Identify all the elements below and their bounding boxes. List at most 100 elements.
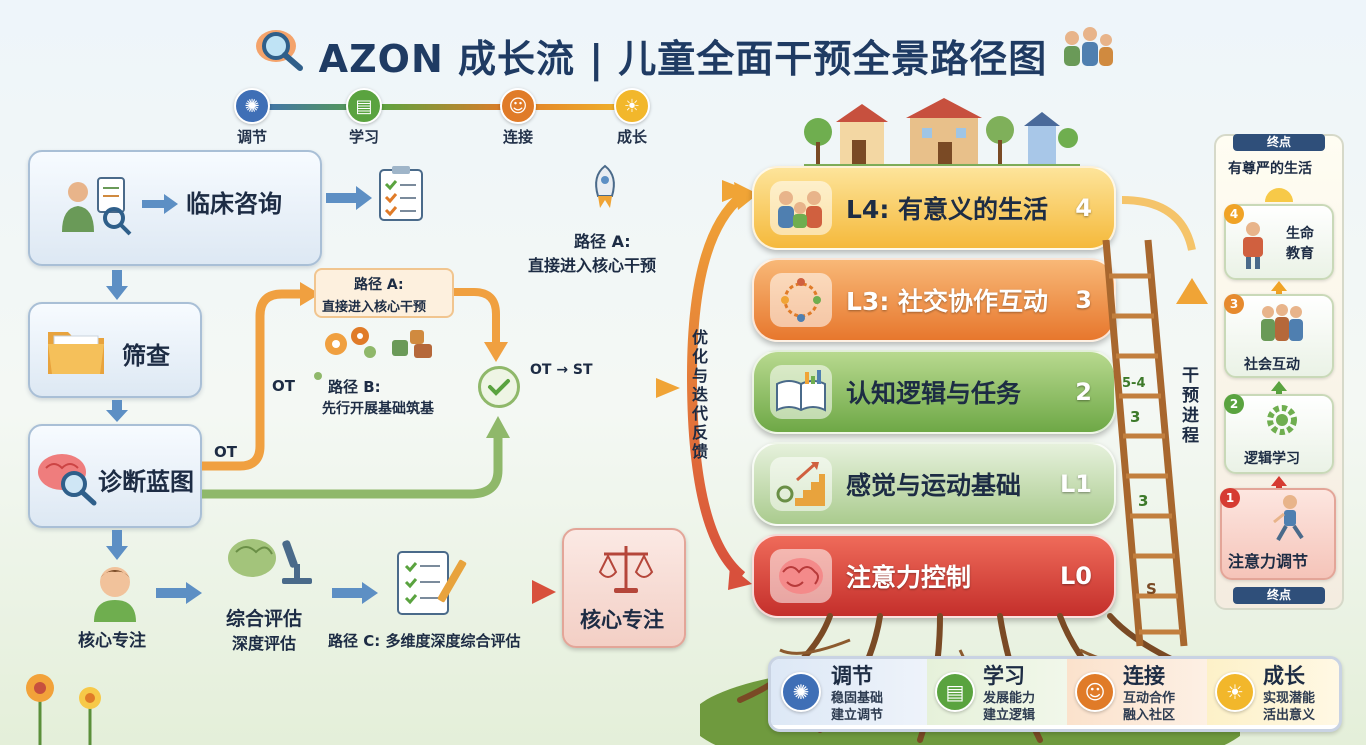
- stairs-icon: [770, 457, 832, 511]
- brain-icon: [770, 549, 832, 603]
- book-icon: ▤: [346, 88, 382, 124]
- level-l1[interactable]: 感觉与运动基础 L1: [752, 442, 1116, 526]
- side-card-3[interactable]: 3 社会互动: [1224, 294, 1334, 378]
- ladder-mark-4: S: [1146, 580, 1157, 598]
- iterate-feedback-arc: [680, 176, 760, 596]
- level-l2-label: 认知逻辑与任务: [846, 379, 1022, 408]
- legend-grow-title: 成长: [1263, 664, 1305, 688]
- child-core-focus-label: 核心专注: [78, 631, 146, 651]
- phase-label-learn: 学习: [348, 128, 379, 146]
- arrow-to-core-focus: [478, 578, 556, 606]
- legend-regulate: ✺ 调节 稳固基础 建立调节: [771, 659, 927, 725]
- side-card-3-num: 3: [1224, 294, 1244, 314]
- core-focus-box[interactable]: 核心专注: [562, 528, 686, 648]
- ot-label-upper: OT: [272, 377, 295, 395]
- magnifier-brain-icon: [250, 22, 310, 74]
- side-card-4[interactable]: 4 生命 教育: [1224, 204, 1334, 280]
- people-group-icon: [1256, 300, 1306, 348]
- level-l4[interactable]: L4: 有意义的生活 4: [752, 166, 1116, 250]
- sun-icon: ☀: [1215, 672, 1255, 712]
- side-sun-icon: [1262, 178, 1296, 202]
- path-b-line2: 先行开展基础筑基: [322, 401, 434, 417]
- arrow-assess-to-clipboard: [332, 582, 378, 604]
- level-l0-code: L0: [1060, 562, 1092, 590]
- level-l3-code: 3: [1075, 286, 1092, 314]
- phase-grow: ☀: [614, 88, 650, 124]
- gears-icon: [322, 322, 382, 362]
- path-c-label: 路径 C: 多维度深度综合评估: [328, 632, 521, 650]
- legend-learn-line1: 发展能力: [983, 691, 1036, 706]
- blocks-icon: [390, 326, 436, 360]
- phase-label-regulate: 调节: [236, 128, 267, 146]
- ladder-mark-2: 3: [1130, 408, 1141, 426]
- side-card-3-label: 社会互动: [1244, 357, 1300, 373]
- ot-label-lower: OT: [214, 443, 237, 461]
- progress-arrow: [1121, 190, 1222, 630]
- arrow-right-icon: [142, 194, 178, 214]
- level-l4-code: 4: [1075, 194, 1092, 222]
- side-card-1[interactable]: 1 注意力调节: [1220, 488, 1336, 580]
- doctor-checklist-icon: [58, 172, 138, 242]
- clinical-consult-box[interactable]: 临床咨询: [28, 150, 322, 266]
- level-l3-label: L3: 社交协作互动: [846, 287, 1049, 316]
- people-icon: ☺: [1075, 672, 1115, 712]
- ladder-mark-3: 3: [1138, 492, 1149, 510]
- legend-connect-line1: 互动合作: [1123, 691, 1176, 706]
- child-backpack-icon: [1238, 220, 1268, 270]
- child-avatar-icon: [88, 562, 142, 622]
- path-b-line1: 路径 B:: [328, 378, 381, 396]
- level-l2-code: 2: [1075, 378, 1092, 406]
- iterate-feedback-label: 优化与迭代反馈: [692, 328, 709, 461]
- brain-icon: ✺: [234, 88, 270, 124]
- side-top-badge: 终点: [1233, 134, 1325, 151]
- ladder-graphic: [1100, 236, 1190, 650]
- balance-scale-icon: [598, 542, 654, 596]
- legend-connect-line2: 融入社区: [1123, 708, 1176, 723]
- phase-regulate: ✺: [234, 88, 270, 124]
- side-top-badge-text: 终点: [1266, 135, 1291, 149]
- diagnosis-blueprint-box[interactable]: 诊断蓝图: [28, 424, 202, 528]
- brain-microscope-icon: [226, 534, 316, 590]
- clinical-consult-label: 临床咨询: [186, 190, 282, 218]
- side-card-2-label: 逻辑学习: [1244, 451, 1300, 467]
- brain-magnifier-icon: [36, 448, 98, 506]
- assess-line2: 深度评估: [232, 634, 297, 653]
- side-bottom-badge: 终点: [1233, 587, 1325, 604]
- path-a-box-line2: 直接进入核心干预: [322, 300, 427, 315]
- screening-box[interactable]: 筛查: [28, 302, 202, 398]
- legend-grow: ☀ 成长 实现潜能 活出意义: [1207, 659, 1339, 725]
- screening-label: 筛查: [122, 342, 170, 370]
- running-child-icon: [1270, 494, 1310, 542]
- progress-label: 干预进程: [1182, 366, 1199, 446]
- level-l1-code: L1: [1060, 470, 1092, 498]
- path-b-marker: [314, 372, 322, 380]
- side-card-4-label: 生命 教育: [1286, 226, 1314, 262]
- brain-icon: ✺: [781, 672, 821, 712]
- core-focus-label: 核心专注: [580, 608, 664, 632]
- ot-path-a-curve: [200, 276, 320, 476]
- side-arrow-up-2: [1271, 380, 1287, 395]
- checkmark-circle-icon: [478, 366, 520, 408]
- clipboard-pen-icon: [394, 548, 474, 618]
- legend-regulate-title: 调节: [831, 664, 873, 688]
- legend-grow-line2: 活出意义: [1263, 708, 1316, 723]
- level-l4-label: L4: 有意义的生活: [846, 195, 1049, 224]
- family-icon: [770, 181, 832, 235]
- family-group-icon: [1058, 24, 1118, 74]
- people-icon: ☺: [500, 88, 536, 124]
- side-card-1-num: 1: [1220, 488, 1240, 508]
- phase-timeline-line: [252, 104, 634, 110]
- side-top-title: 有尊严的生活: [1228, 161, 1312, 177]
- path-a-box[interactable]: 路径 A: 直接进入核心干预: [314, 268, 454, 318]
- checklist-icon: [378, 164, 424, 222]
- level-l0[interactable]: 注意力控制 L0: [752, 534, 1116, 618]
- side-card-2[interactable]: 2 逻辑学习: [1224, 394, 1334, 474]
- side-arrow-up-3: [1271, 280, 1287, 295]
- side-card-4-num: 4: [1224, 204, 1244, 224]
- legend-connect-title: 连接: [1123, 664, 1165, 688]
- level-l2[interactable]: 认知逻辑与任务 2: [752, 350, 1116, 434]
- flowers-decoration-icon: [10, 660, 120, 745]
- assess-line1: 综合评估: [226, 608, 303, 630]
- level-l3[interactable]: L3: 社交协作互动 3: [752, 258, 1116, 342]
- level-l1-label: 感觉与运动基础: [846, 471, 1022, 500]
